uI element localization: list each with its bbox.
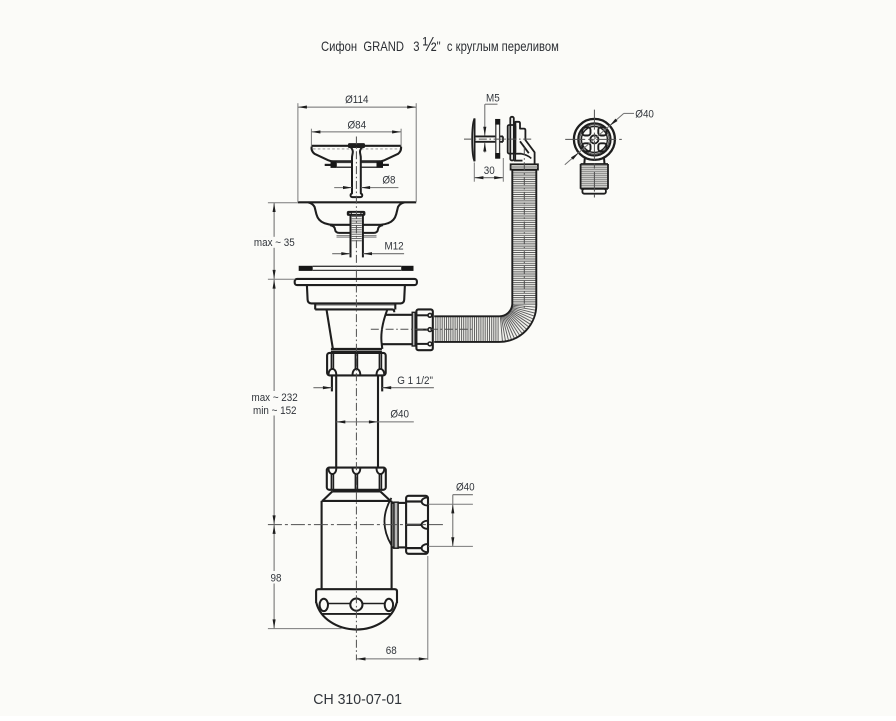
svg-text:Ø40: Ø40 [635,108,654,121]
svg-text:СН 310-07-01: СН 310-07-01 [313,692,402,709]
svg-text:min ~ 152: min ~ 152 [253,404,297,417]
svg-text:30: 30 [484,164,495,177]
svg-text:max ~ 232: max ~ 232 [251,391,297,404]
svg-text:68: 68 [386,644,397,657]
svg-text:M5: M5 [486,92,500,105]
svg-text:G 1 1/2": G 1 1/2" [397,374,433,387]
svg-text:Ø40: Ø40 [456,481,475,494]
svg-text:Ø40: Ø40 [390,408,409,421]
svg-text:98: 98 [271,572,282,585]
svg-text:max ~ 35: max ~ 35 [254,236,295,249]
svg-text:Ø114: Ø114 [345,93,368,106]
svg-text:Сифон GRAND 3 ½" с круглым: Сифон GRAND 3 ½" с круглым переливом [321,33,559,56]
svg-text:Ø8: Ø8 [382,174,395,187]
svg-text:M12: M12 [384,240,403,253]
svg-text:Ø84: Ø84 [347,119,366,132]
